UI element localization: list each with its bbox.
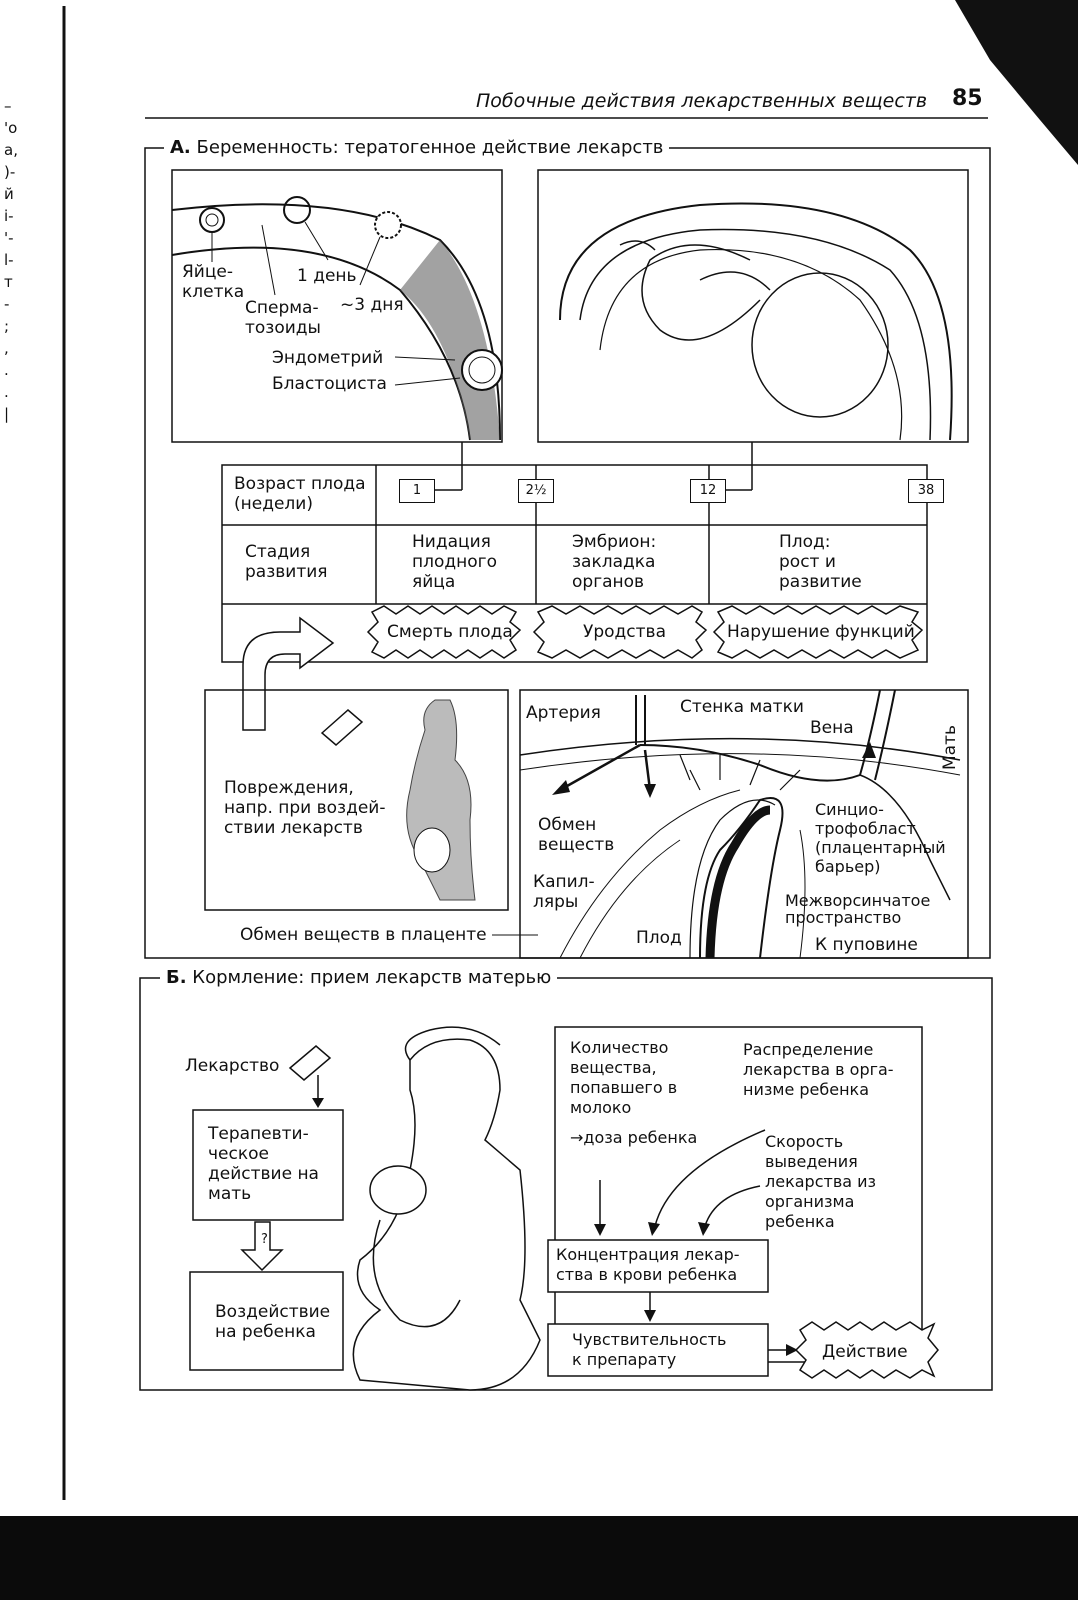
section-b-title: Б. Кормление: прием лекарств матерью [160,967,558,988]
margin-marks: – 'o а, )- й i- '- l- т - ; , . . | [4,95,28,425]
nursing-mother-illustration [352,1038,541,1391]
section-a-letter: А. [170,137,191,158]
zygote [283,196,311,224]
label-fetus: Плод [636,928,682,948]
concentration-box [547,1239,769,1293]
week-marker: 2½ [518,479,554,503]
label-capillaries: Капил- ляры [533,872,595,912]
margin-mark: 'o [4,119,18,137]
endometrium-layer [400,240,500,440]
sensitivity-box [547,1323,769,1377]
action-burst [794,1321,939,1379]
margin-mark: . [4,383,9,401]
effect-death: Смерть плода [387,622,513,642]
label-intervillous: Межворсинчатое пространство [785,891,931,927]
page-corner-shadow [955,0,1078,165]
damage-panel [204,689,509,911]
child-dose-text: →доза ребенка [570,1128,698,1147]
conception-panel [171,169,503,443]
elimination-text: Скорость выведения лекарства из организм… [765,1132,877,1231]
hollow-arrow [240,1221,284,1272]
amniotic-sac [599,248,903,441]
morula [374,211,402,239]
fetus-panel [537,169,969,443]
margin-mark: й [4,185,14,203]
week-marker: 1 [399,479,435,503]
label-vein: Вена [810,718,854,738]
section-a-title: А. Беременность: тератогенное действие л… [164,137,670,158]
effect-malformation: Уродства [583,622,666,642]
timeline-table [221,464,928,663]
therapeutic-box [192,1109,344,1221]
pill-icon [288,1045,332,1081]
label-umbilical: К пуповине [815,935,918,955]
stage-fetus: Плод: рост и развитие [779,532,862,592]
effect-dysfunction: Нарушение функций [727,622,915,642]
margin-mark: l- [4,251,14,269]
margin-mark: а, [4,141,18,159]
damage-arrow [242,616,335,731]
margin-mark: i- [4,207,14,225]
label-uterine-wall: Стенка матки [680,697,804,717]
label-sperm: Сперма- тозоиды [245,298,321,338]
margin-mark: - [4,295,10,313]
week-marker: 12 [690,479,726,503]
page-number: 85 [952,86,983,111]
margin-mark: . [4,361,9,379]
margin-mark: – [4,97,12,115]
timeline-stage-label: Стадия развития [245,542,328,582]
effect-burst-death [366,605,522,659]
concentration-text: Концентрация лекар- ства в крови ребенка [556,1245,740,1284]
distribution-text: Распределение лекарства в орга- низме ре… [743,1040,894,1099]
question-mark: ? [261,1232,268,1247]
margin-mark: | [4,405,10,423]
placenta-panel [519,689,969,959]
section-b-title-text: Кормление: прием лекарств матерью [192,967,552,988]
label-metabolism: Обмен веществ [538,815,615,855]
pill-icon [320,709,364,746]
baby-head [369,1165,427,1215]
effect-burst-malformation [532,605,708,659]
label-drug: Лекарство [185,1056,280,1076]
sensitivity-text: Чувствительность к препарату [572,1330,727,1369]
section-a-title-text: Беременность: тератогенное действие лека… [196,137,664,158]
egg-cell [199,207,225,233]
label-syncytiotrophoblast: Синцио- трофобласт (плацентарный барьер) [815,800,946,876]
child-effect-text: Воздействие на ребенка [215,1302,331,1342]
margin-mark: т [4,273,13,291]
fetus-body [641,244,761,341]
section-b-letter: Б. [166,967,187,988]
week-marker: 38 [908,479,944,503]
label-mother: Мать [940,724,960,770]
section-b-frame [139,977,993,1391]
margin-mark: )- [4,163,16,181]
stage-nidation: Нидация плодного яйца [412,532,497,592]
action-text: Действие [822,1342,908,1362]
label-endometrium: Эндометрий [272,348,384,368]
label-day1: 1 день [297,266,357,286]
placenta-caption: Обмен веществ в плаценте [240,925,487,945]
damage-caption: Повреждения, напр. при воздей- ствии лек… [224,778,386,838]
therapeutic-effect-text: Терапевти- ческое действие на мать [208,1124,319,1204]
running-header: Побочные действия лекарственных веществ [476,90,928,112]
label-egg: Яйце- клетка [182,262,245,302]
fetus-in-womb [413,827,451,873]
scan-edge-strip [0,1516,1078,1600]
label-artery: Артерия [526,703,601,723]
label-blastocyst: Бластоциста [272,374,387,394]
effect-burst-dysfunction [712,605,924,659]
margin-mark: ; [4,317,10,335]
syncytiotrophoblast-layer [705,805,771,959]
label-day3: ~3 дня [340,295,404,315]
stage-embryo: Эмбрион: закладка органов [572,532,657,592]
child-effect-box [189,1271,344,1371]
blastocyst [461,349,503,391]
amount-in-milk-text: Количество вещества, попавшего в молоко [570,1038,678,1117]
margin-mark: '- [4,229,14,247]
timeline-age-label: Возраст плода (недели) [234,474,366,514]
fetus-head [751,272,889,418]
margin-mark: , [4,339,9,357]
pregnant-woman-illustration [406,699,476,901]
